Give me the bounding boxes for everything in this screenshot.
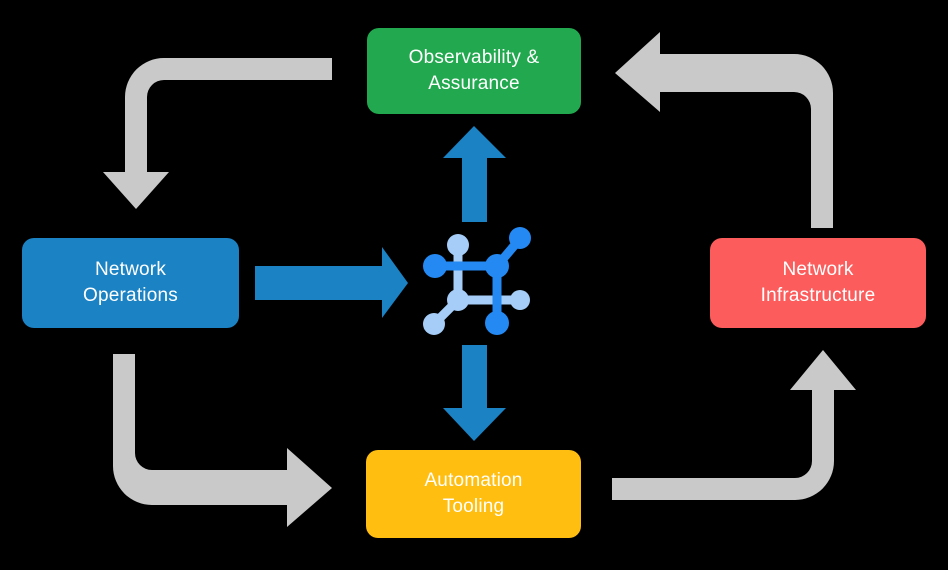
arrow-observability-to-network-operations	[103, 58, 332, 209]
arrow-automation-tooling-to-network-infrastructure	[612, 350, 856, 500]
node-label-network-infrastructure: Network Infrastructure	[760, 259, 876, 306]
node-label-automation-tooling: Automation Tooling	[424, 470, 523, 517]
node-observability-assurance[interactable]: Observability & Assurance	[367, 28, 581, 114]
arrow-network-operations-to-automation-tooling	[113, 354, 332, 527]
arrow-center-to-automation-tooling	[443, 345, 506, 441]
node-label-network-operations: Network Operations	[83, 259, 178, 306]
arrow-network-operations-to-center	[255, 247, 408, 318]
node-network-infrastructure[interactable]: Network Infrastructure	[710, 238, 926, 328]
node-network-operations[interactable]: Network Operations	[22, 238, 239, 328]
node-label-observability: Observability & Assurance	[408, 47, 540, 94]
arrow-center-to-observability	[443, 126, 506, 222]
network-topology-icon	[423, 227, 531, 335]
arrow-network-infrastructure-to-observability	[615, 32, 833, 228]
node-automation-tooling[interactable]: Automation Tooling	[366, 450, 581, 538]
